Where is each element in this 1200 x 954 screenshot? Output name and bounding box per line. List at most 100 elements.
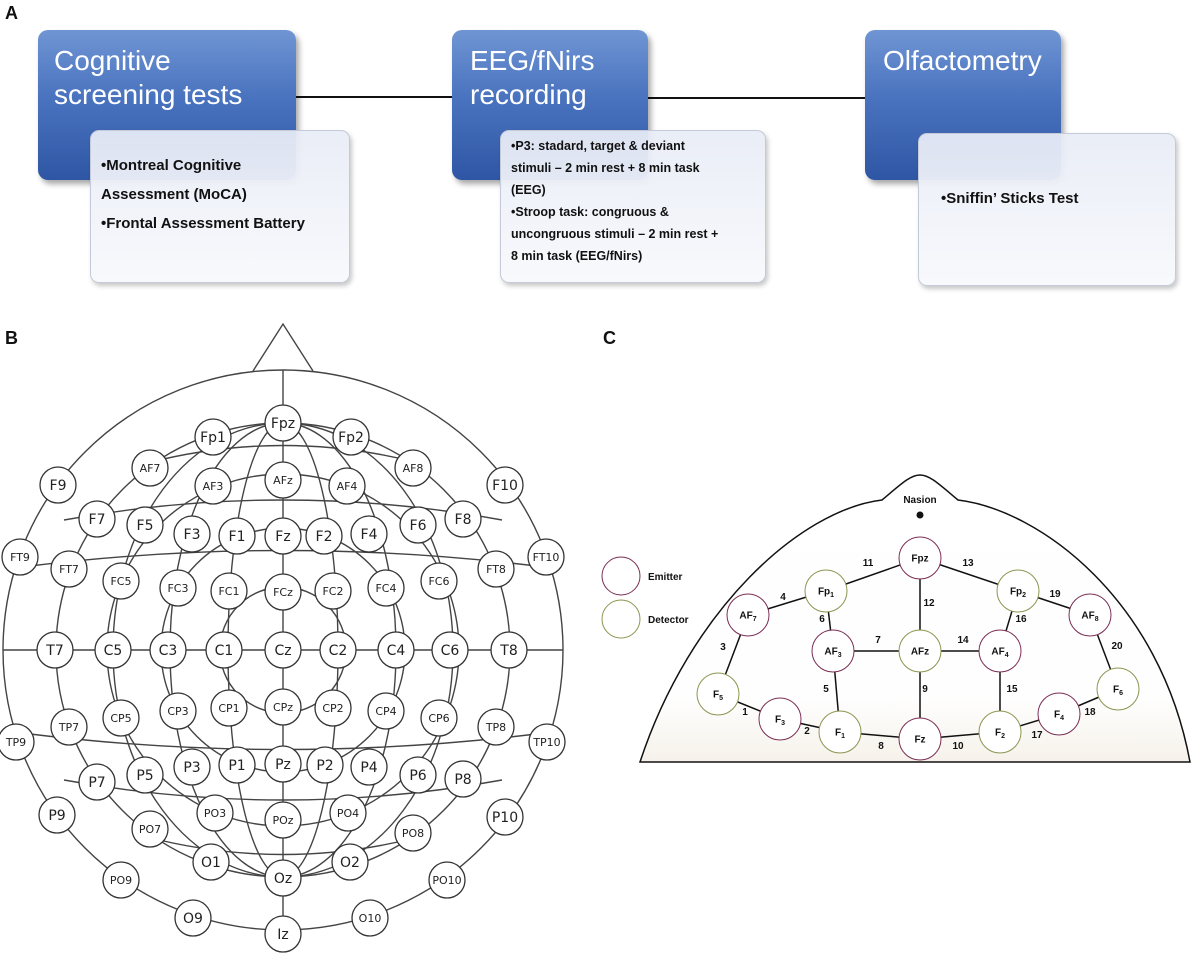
electrode-circle [126,506,164,544]
electrode-label: P7 [88,775,105,791]
electrode-label: PO8 [402,827,424,840]
electrode-f4: F4 [350,515,388,553]
optode-label: F1 [835,728,845,741]
electrode-circle [1,538,39,576]
electrode-label: CP2 [322,702,343,715]
olfactometry-details: •Sniffin’ Sticks Test [918,133,1176,286]
channel-number: 9 [922,684,928,695]
panel-a-label: A [5,3,18,23]
electrode-fp1: Fp1 [194,418,232,456]
optode-label: F5 [713,690,723,703]
electrode-circle [305,517,343,555]
electrode-fpz: Fpz [264,404,302,442]
electrode-o10: O10 [351,899,389,937]
electrode-p4: P4 [350,748,388,786]
electrode-label: F1 [229,529,246,545]
optode-circle [1068,593,1112,637]
electrode-label: TP7 [58,721,79,734]
electrode-label: O9 [183,911,203,927]
electrode-circle [527,538,565,576]
optode-circle [1096,667,1140,711]
electrode-circle [264,573,302,611]
channel-number: 2 [804,726,810,737]
electrode-ft9: FT9 [1,538,39,576]
optode-af3: AF3 [811,629,855,673]
electrode-fp2: Fp2 [332,418,370,456]
electrode-label: CP6 [428,712,449,725]
electrode-t8: T8 [490,631,528,669]
electrode-label: P10 [492,810,518,826]
flow-item: uncongruous stimuli – 2 min rest + [511,227,719,241]
optode-afz: AFz [898,629,942,673]
electrode-circle [218,517,256,555]
optode-circle [726,593,770,637]
eeg-fnirs-title: EEG/fNirs recording [470,45,595,110]
electrode-label: O2 [340,855,360,871]
electrode-p3: P3 [173,748,211,786]
flow-item: •Sniffin’ Sticks Test [941,190,1079,207]
electrode-circle [210,689,248,727]
electrode-label: FT7 [59,563,79,576]
electrode-label: F6 [410,518,427,534]
eeg-fnirs-details: •P3: stadard, target & deviant stimuli –… [500,130,766,283]
electrode-label: CP1 [218,702,239,715]
electrode-circle [264,745,302,783]
optode-circle [898,717,942,761]
channel-number: 17 [1031,730,1043,741]
electrode-tp9: TP9 [0,723,35,761]
electrode-label: FT8 [486,563,506,576]
optode-fp1: Fp1 [804,569,848,613]
electrode-tp7: TP7 [50,708,88,746]
electrode-circle [399,506,437,544]
electrode-fcz: FCz [264,573,302,611]
electrode-circle [420,562,458,600]
electrode-circle [428,861,466,899]
electrode-t7: T7 [36,631,74,669]
electrode-af3: AF3 [194,467,232,505]
electrode-circle [126,756,164,794]
electrode-p6: P6 [399,756,437,794]
flow-item: •P3: stadard, target & deviant [511,139,685,153]
optode-label: AF4 [991,647,1008,660]
head-outline-frontal [638,474,1191,763]
electrode-circle [78,763,116,801]
electrode-circle [350,515,388,553]
optode-circle [696,672,740,716]
electrode-circle [194,467,232,505]
electrode-fc6: FC6 [420,562,458,600]
electrode-circle [264,801,302,839]
electrode-circle [36,631,74,669]
electrode-ft8: FT8 [477,550,515,588]
electrode-circle [192,843,230,881]
channel-number: 18 [1084,707,1096,718]
connector-line-2 [646,97,866,99]
electrode-circle [431,631,469,669]
electrode-circle [264,688,302,726]
electrode-label: AF3 [203,480,224,493]
electrode-po7: PO7 [131,810,169,848]
electrode-label: FC1 [218,585,239,598]
electrode-afz: AFz [264,461,302,499]
optode-circle [804,569,848,613]
electrode-label: P1 [228,758,245,774]
electrode-circle [173,515,211,553]
electrode-label: F7 [89,512,106,528]
electrode-label: P4 [360,760,377,776]
electrode-circle [159,692,197,730]
electrode-circle [319,631,357,669]
emitter-legend-icon [601,556,641,596]
electrode-circle [490,631,528,669]
optode-circle [898,536,942,580]
electrode-circle [351,899,389,937]
channel-number: 10 [952,741,964,752]
electrode-label: PO4 [337,807,359,820]
electrode-label: POz [272,814,293,827]
electrode-pz: Pz [264,745,302,783]
flow-item: stimuli – 2 min rest + 8 min task [511,161,700,175]
electrode-label: F5 [137,518,154,534]
electrode-label: P5 [136,768,153,784]
electrode-label: FC2 [322,585,343,598]
arc-row-af [146,444,420,464]
electrode-label: Pz [275,757,291,773]
electrode-ft10: FT10 [527,538,565,576]
